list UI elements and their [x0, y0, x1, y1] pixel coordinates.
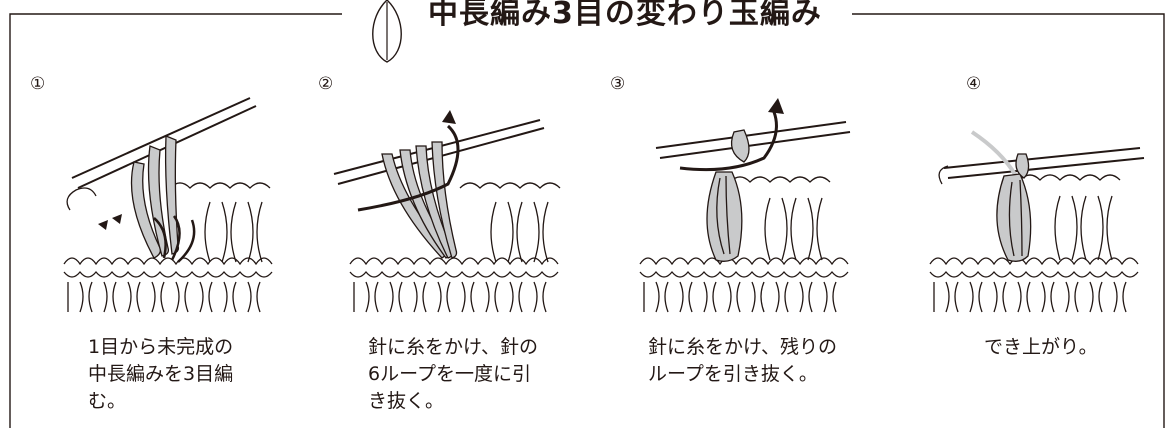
step-1-number: ① [30, 74, 46, 94]
step-1-illustration [63, 97, 273, 313]
leaf-icon [372, 0, 402, 63]
step-2-number: ② [318, 74, 334, 94]
step-4-caption: でき上がり。 [984, 336, 1098, 358]
step-1-caption: 1目から未完成の 中長編みを3目編 む。 [88, 336, 234, 412]
step-2-caption: 針に糸をかけ、針の 6ループを一度に引 き抜く。 [368, 336, 539, 412]
step-2-illustration [333, 110, 561, 313]
page-title: 中長編み3目の変わり玉編み [428, 0, 822, 31]
step-3-number: ③ [610, 74, 626, 94]
step-4-number: ④ [966, 74, 982, 94]
step-4-illustration [929, 130, 1145, 313]
step-3-caption: 針に糸をかけ、残りの ループを引き抜く。 [648, 336, 838, 385]
step-3-illustration [639, 98, 851, 313]
